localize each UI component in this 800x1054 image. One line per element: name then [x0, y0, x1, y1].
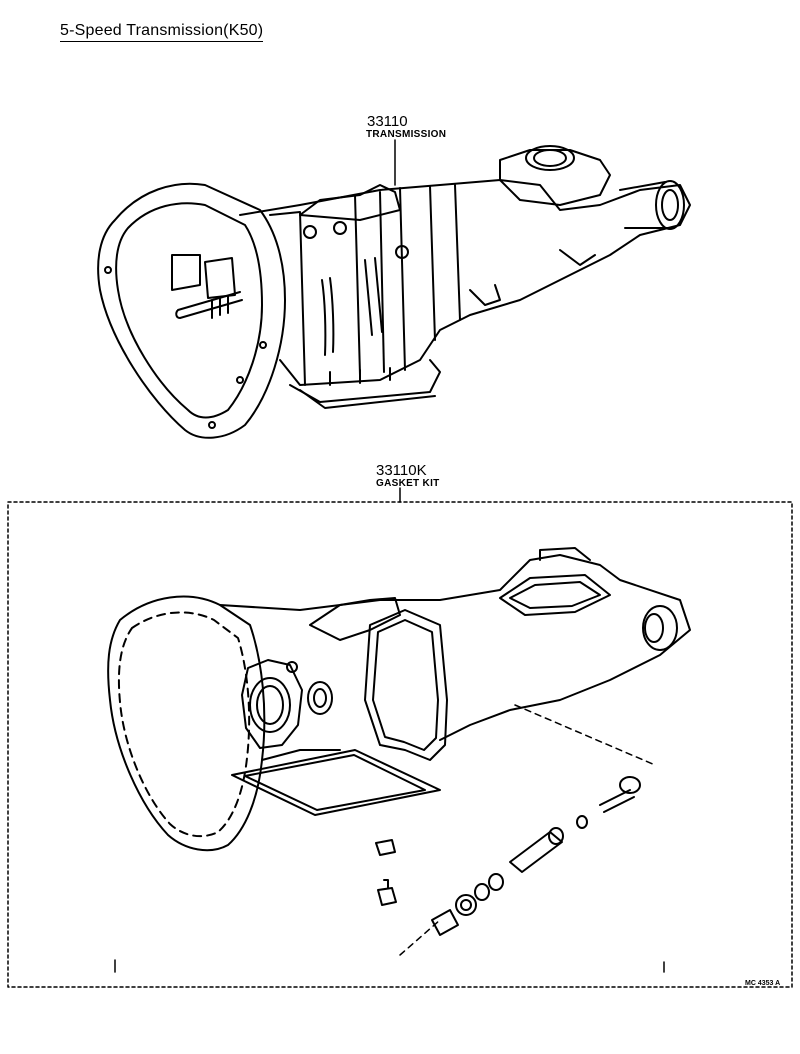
part-number-transmission: 33110 — [367, 113, 408, 130]
part-number-gasket-kit: 33110K — [376, 462, 427, 479]
diagram-title: 5-Speed Transmission(K50) — [60, 22, 264, 42]
part-name-transmission: TRANSMISSION — [366, 129, 447, 140]
transmission-assembly-drawing — [97, 139, 691, 439]
figure-code: MC 4353 A — [745, 980, 781, 987]
part-name-gasket-kit: GASKET KIT — [376, 478, 440, 489]
gasket-kit-drawing — [107, 547, 691, 973]
gasket-kit-frame — [7, 501, 793, 988]
